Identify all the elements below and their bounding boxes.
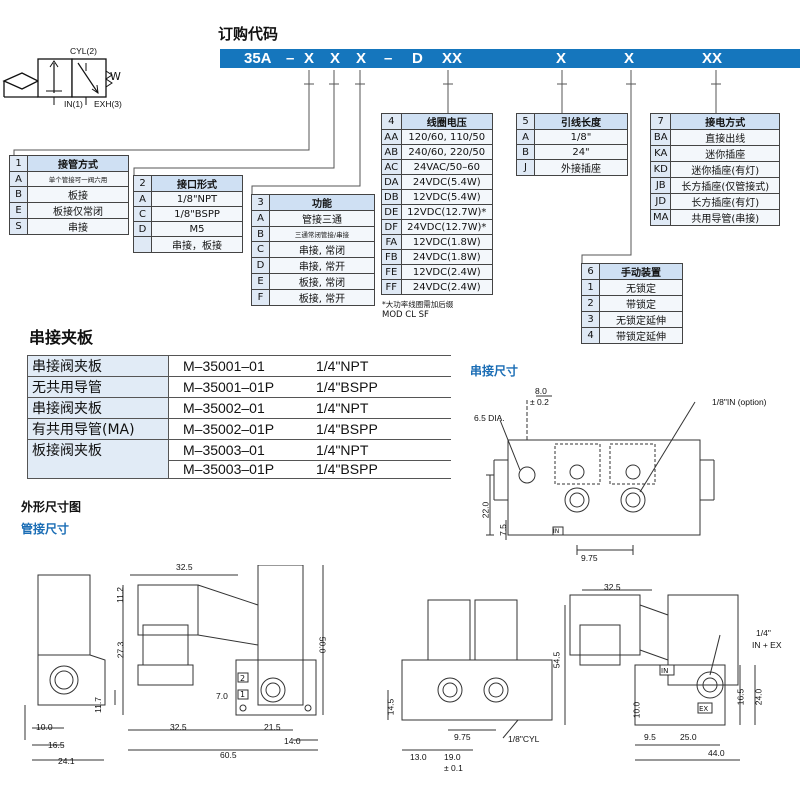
dim-50-0: 50.0 bbox=[317, 636, 328, 654]
dim-7-5: 7.5 bbox=[497, 524, 508, 536]
dim-21-5: 21.5 bbox=[264, 722, 281, 732]
series-front-view-drawing bbox=[387, 599, 553, 751]
left-view-drawing bbox=[24, 574, 116, 761]
dim-32-5-right: 32.5 bbox=[604, 582, 621, 592]
dim-24-0: 24.0 bbox=[753, 688, 764, 706]
dim-tolerance: ± 0.2 bbox=[530, 397, 549, 407]
dim-9-75: 9.75 bbox=[581, 553, 598, 563]
dim-32-5-top: 32.5 bbox=[176, 562, 193, 572]
spring-label: W bbox=[110, 70, 121, 83]
outline-title: 外形尺寸图 bbox=[21, 500, 82, 514]
in-port-marker: IN bbox=[661, 667, 669, 675]
dim-9-75-bottom: 9.75 bbox=[454, 732, 471, 742]
code-pos-4: XX bbox=[442, 50, 463, 67]
dim-tolerance-0-1: ± 0.1 bbox=[444, 763, 463, 773]
coil-note-suffix: MOD CL SF bbox=[382, 310, 429, 320]
code-dash-2: – bbox=[384, 50, 393, 67]
cyl-port-label: CYL(2) bbox=[70, 46, 97, 56]
dim-7-0: 7.0 bbox=[216, 691, 228, 701]
dim-13-0: 13.0 bbox=[410, 752, 427, 762]
dim-16-5-right: 16.5 bbox=[735, 688, 746, 706]
dim-16-5: 16.5 bbox=[48, 740, 65, 750]
code-d: D bbox=[412, 50, 423, 67]
dim-32-5-bottom: 32.5 bbox=[170, 722, 187, 732]
dim-25-0: 25.0 bbox=[680, 732, 697, 742]
code-pos-6: X bbox=[624, 50, 635, 67]
dim-11-2: 11.2 bbox=[114, 587, 125, 603]
dim-6-5-dia: 6.5 DIA. bbox=[474, 413, 505, 423]
in-port-label: IN(1) bbox=[64, 99, 83, 109]
series-dims-drawing bbox=[486, 395, 715, 555]
dim-9-5: 9.5 bbox=[644, 732, 656, 742]
port-2-marker: 2 bbox=[240, 674, 246, 683]
dim-60-5: 60.5 bbox=[220, 750, 237, 760]
dim-in-ex: IN + EX bbox=[752, 640, 782, 650]
code-pos-2: X bbox=[330, 50, 341, 67]
dim-14-0: 14.0 bbox=[284, 736, 301, 746]
right-side-view-drawing bbox=[564, 589, 756, 761]
dim-cyl-port: 1/8"CYL bbox=[508, 734, 540, 744]
valve-symbol bbox=[2, 58, 113, 105]
in-marker: IN bbox=[553, 528, 560, 535]
dim-19-0: 19.0 bbox=[444, 752, 461, 762]
dim-44-0: 44.0 bbox=[708, 748, 725, 758]
outline-subtitle: 管接尺寸 bbox=[21, 522, 70, 536]
code-dash-1: – bbox=[286, 50, 295, 67]
code-pos-7: XX bbox=[702, 50, 723, 67]
dim-22-0: 22.0 bbox=[480, 501, 491, 519]
dim-10-0-right: 10.0 bbox=[631, 701, 642, 719]
port-1-marker: 1 bbox=[240, 690, 246, 699]
order-code-bar: 35A – X X X – D XX X X XX bbox=[220, 49, 800, 68]
code-prefix: 35A bbox=[244, 50, 272, 67]
coil-note: *大功率线圈需加后缀 bbox=[382, 300, 454, 309]
connector-lines bbox=[13, 70, 721, 265]
order-code-title: 订购代码 bbox=[218, 25, 279, 43]
dim-27-3: 27.3 bbox=[115, 641, 126, 659]
series-dims-title: 串接尺寸 bbox=[470, 364, 519, 378]
ex-port-marker: EX bbox=[699, 705, 709, 713]
dim-in-option: 1/8"IN (option) bbox=[712, 397, 767, 407]
exh-port-label: EXH(3) bbox=[94, 99, 122, 109]
code-pos-1: X bbox=[304, 50, 315, 67]
plates-title: 串接夹板 bbox=[29, 328, 94, 347]
code-pos-3: X bbox=[356, 50, 367, 67]
dim-11-7: 11.7 bbox=[92, 697, 103, 713]
dim-14-5: 14.5 bbox=[385, 698, 396, 716]
dim-54-5: 54.5 bbox=[551, 651, 562, 669]
dim-24-1: 24.1 bbox=[58, 756, 75, 766]
dim-8-0: 8.0 bbox=[535, 386, 547, 396]
code-pos-5: X bbox=[556, 50, 567, 67]
dim-10-0: 10.0 bbox=[36, 722, 53, 732]
dim-quarter-inch: 1/4" bbox=[756, 628, 771, 638]
middle-view-drawing bbox=[122, 565, 324, 751]
